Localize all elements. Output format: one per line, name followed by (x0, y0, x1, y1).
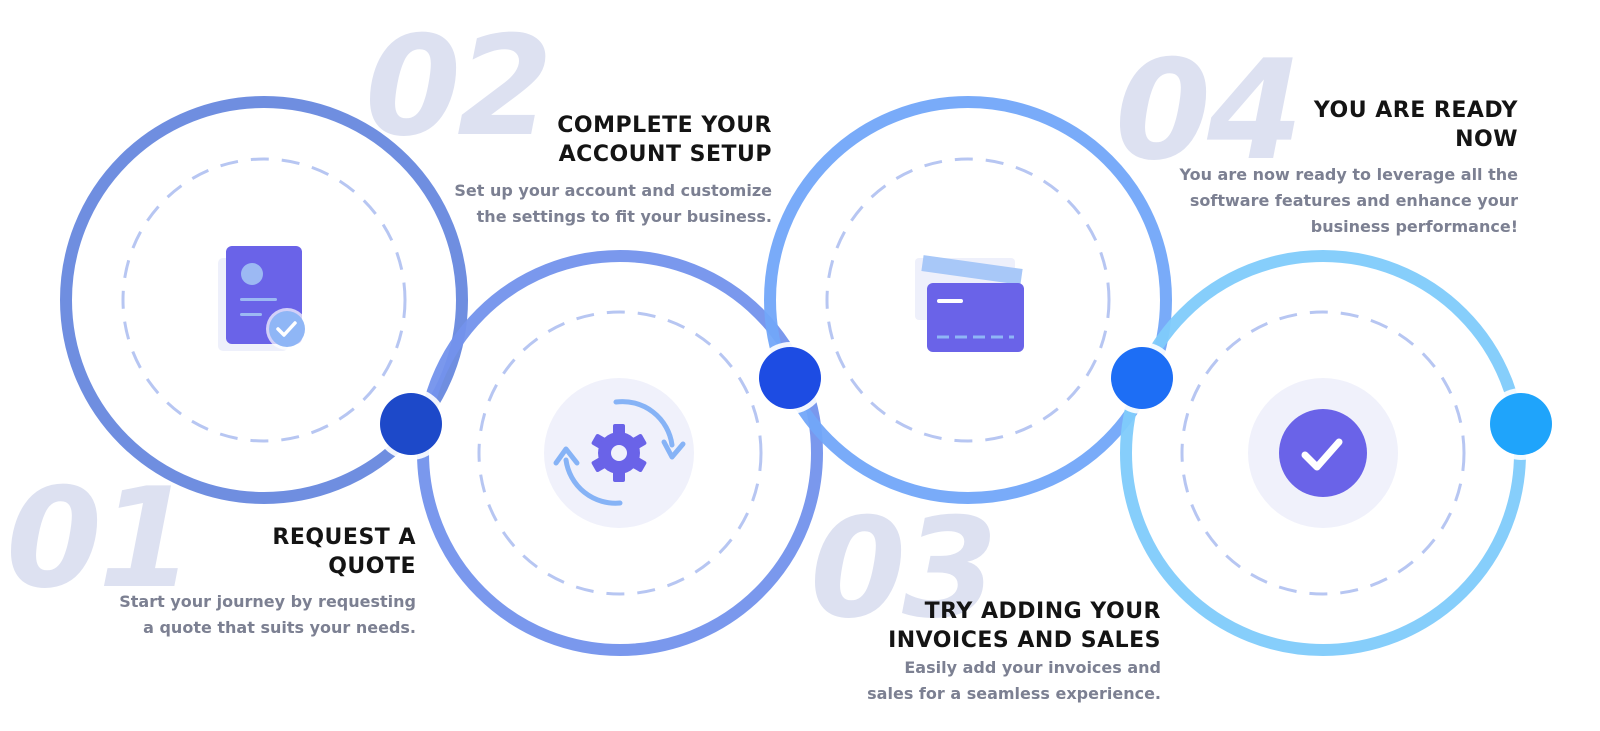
step-3-ring (764, 96, 1172, 504)
step-2-number: 02 (365, 6, 553, 167)
step-4-number: 04 (1115, 30, 1303, 191)
step-3-description: Easily add your invoices and sales for a… (867, 658, 1161, 703)
step-2-dashed-ring (477, 310, 763, 596)
step-1-ring (60, 96, 468, 504)
step-4-title: YOU ARE READY NOW (1313, 98, 1518, 152)
document-check-icon (218, 246, 308, 351)
step-3-title: TRY ADDING YOUR INVOICES AND SALES (888, 599, 1161, 653)
step-4-description: You are now ready to leverage all the so… (1179, 165, 1518, 236)
step-1-description: Start your journey by requesting a quote… (119, 592, 416, 637)
step-3-dashed-ring (825, 157, 1111, 443)
step-1-number: 01 (6, 458, 194, 619)
step-1-dashed-ring (121, 157, 407, 443)
connector-dot-3 (1106, 342, 1178, 414)
check-circle-icon (1248, 378, 1398, 528)
connector-dot-1 (375, 388, 447, 460)
step-4-dashed-ring (1180, 310, 1466, 596)
connector-dot-4 (1485, 388, 1557, 460)
credit-card-icon (915, 255, 1024, 352)
step-2-title: COMPLETE YOUR ACCOUNT SETUP (557, 113, 772, 167)
step-1-title: REQUEST A QUOTE (272, 525, 416, 579)
connector-dot-2 (754, 342, 826, 414)
step-2-description: Set up your account and customize the se… (454, 181, 772, 226)
gear-sync-icon (544, 378, 694, 528)
step-3-number: 03 (810, 488, 998, 649)
